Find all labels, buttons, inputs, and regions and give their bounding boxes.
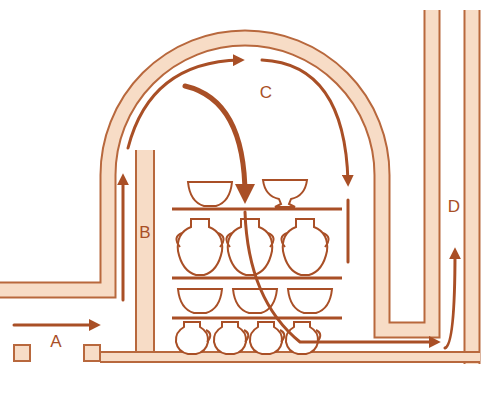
part-letter: B <box>139 224 150 241</box>
part-letter: D <box>448 198 460 215</box>
part-letter: C <box>260 84 272 101</box>
part-letter: A <box>50 333 61 350</box>
